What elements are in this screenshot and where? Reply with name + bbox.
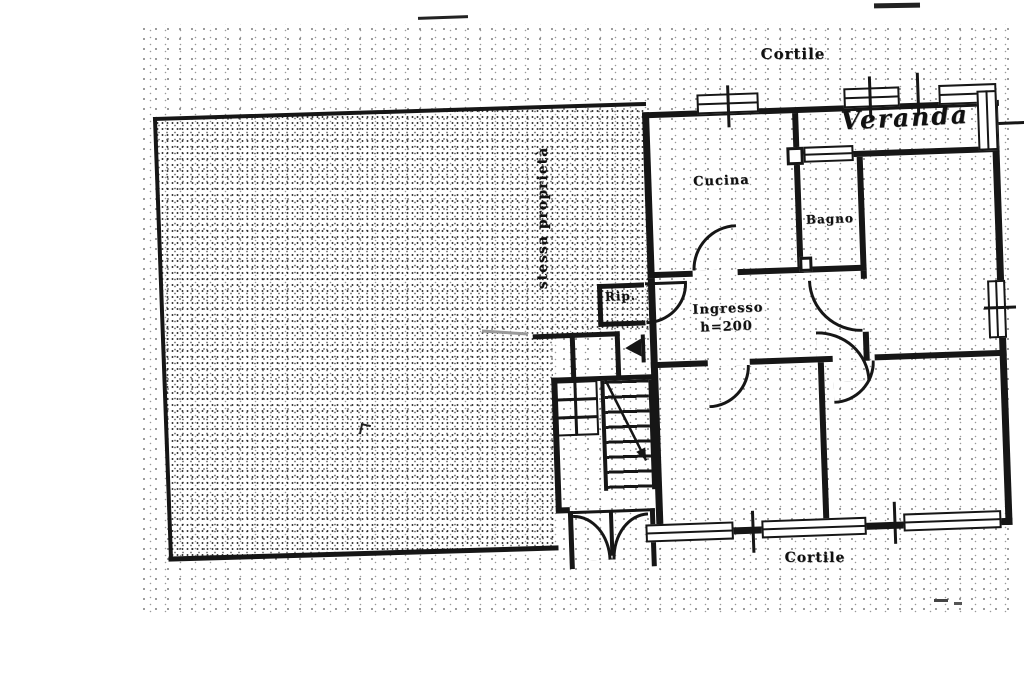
wall (569, 332, 577, 380)
door-arc-cucina (690, 224, 738, 271)
wall (860, 270, 867, 279)
label-rip: Rip. (604, 288, 637, 304)
label-cortile-top: Cortile (760, 45, 826, 63)
window (903, 510, 1002, 532)
entrance-door-leaf-left (572, 513, 612, 562)
wall (569, 331, 620, 339)
door-arc-hall-right (807, 278, 863, 334)
entry-arrow-bar (640, 334, 646, 363)
wall (650, 360, 708, 369)
entry-arrow-icon (624, 338, 642, 358)
window (803, 145, 854, 163)
window (645, 521, 734, 543)
scan-artifact-mark (934, 599, 948, 602)
scan-artifact-mark (954, 602, 962, 605)
entrance-door-leaf-right (610, 512, 650, 560)
wall (598, 320, 646, 328)
label-veranda: Veranda (840, 99, 970, 136)
window (761, 516, 867, 539)
stair-direction-arrow (604, 379, 648, 462)
wall (641, 112, 655, 279)
scan-artifact-mark (873, 2, 921, 9)
building: Veranda Cucina Bagno Rip. Ingresso h=200 (532, 69, 1024, 590)
wall (874, 349, 1007, 361)
entrance-door-post (608, 511, 615, 556)
dimension-tick (983, 305, 1017, 310)
label-bagno: Bagno (805, 211, 855, 227)
label-cucina: Cucina (692, 172, 750, 190)
label-cortile-bottom: Cortile (784, 550, 846, 566)
pier-box (786, 146, 804, 166)
wall-stub-to-boundary (532, 333, 571, 340)
label-ingresso-height: h=200 (700, 318, 754, 336)
stair-cell (552, 380, 576, 401)
wall (862, 331, 870, 361)
stair-cell (552, 398, 577, 419)
stair-cell (553, 416, 578, 437)
fixture-box (799, 256, 813, 272)
label-ingresso: Ingresso (692, 300, 764, 318)
label-stessa-proprieta: stessa proprietà (535, 146, 551, 290)
wall (817, 362, 830, 529)
door-arc-room-bottom-left (707, 364, 752, 409)
window (976, 90, 999, 151)
wall (792, 112, 804, 274)
door-arc-room-bottom-right (832, 360, 877, 404)
